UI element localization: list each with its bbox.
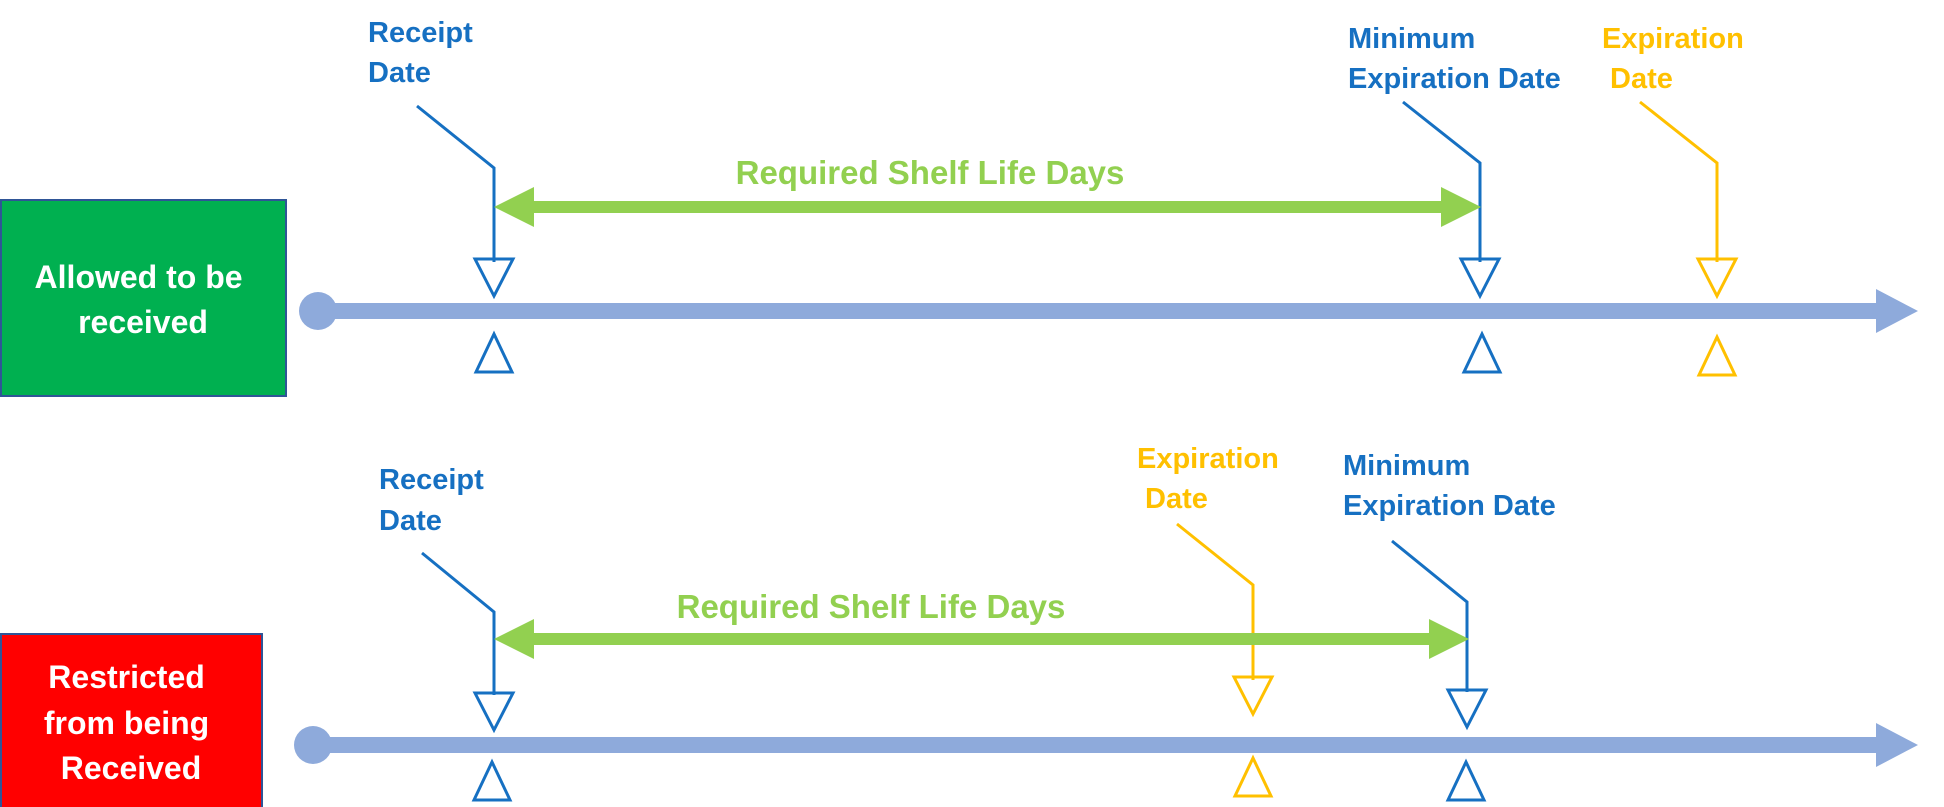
- arrow-left-icon: [494, 619, 534, 659]
- status-box-allowed: [0, 199, 287, 397]
- receipt-date-label-restricted: Receipt Date: [379, 464, 492, 537]
- down-triangle-icon: [472, 257, 516, 300]
- expiration-label-allowed: Expiration Date: [1602, 23, 1752, 95]
- scenario-allowed: Allowed to be received Receipt Date Mini…: [0, 17, 1918, 397]
- timeline-allowed: [299, 289, 1918, 333]
- scenario-restricted: Restricted from being Received Receipt D…: [0, 443, 1918, 807]
- expiration-marker-restricted: [1176, 522, 1275, 798]
- down-triangle-icon: [1445, 688, 1489, 731]
- expiration-marker-allowed: [1639, 100, 1739, 377]
- down-triangle-icon: [1695, 257, 1739, 300]
- up-triangle-icon: [1445, 758, 1487, 802]
- shelf-life-arrow-shaft: [530, 633, 1434, 645]
- min-expiration-leader: [1402, 100, 1482, 262]
- expiration-label-restricted: Expiration Date: [1137, 443, 1287, 515]
- arrow-right-icon: [1429, 619, 1469, 659]
- timeline-bar: [318, 303, 1878, 319]
- min-expiration-leader: [1391, 539, 1469, 692]
- min-expiration-marker-allowed: [1402, 100, 1503, 374]
- shelf-life-label-allowed: Required Shelf Life Days: [736, 154, 1125, 191]
- min-expiration-marker-restricted: [1391, 539, 1489, 802]
- arrow-right-icon: [1441, 187, 1481, 227]
- timeline-restricted: [294, 723, 1918, 767]
- up-triangle-icon: [1461, 330, 1503, 374]
- up-triangle-icon: [1696, 333, 1738, 377]
- status-label-allowed: Allowed to be received: [35, 259, 252, 340]
- down-triangle-icon: [1231, 675, 1275, 718]
- receipt-date-marker-allowed: [416, 104, 516, 374]
- shelf-life-arrow-restricted: [494, 619, 1469, 659]
- shelf-life-label-restricted: Required Shelf Life Days: [677, 588, 1066, 625]
- timeline-bar: [313, 737, 1878, 753]
- shelf-life-arrow-allowed: [494, 187, 1481, 227]
- up-triangle-icon: [471, 758, 513, 802]
- timeline-arrowhead: [1876, 723, 1918, 767]
- status-box-restricted: [0, 633, 263, 807]
- receipt-date-leader: [416, 104, 496, 262]
- receipt-date-marker-restricted: [421, 551, 516, 802]
- up-triangle-icon: [1232, 754, 1274, 798]
- status-label-restricted: Restricted from being Received: [44, 659, 218, 786]
- receipt-date-leader: [421, 551, 496, 695]
- arrow-left-icon: [494, 187, 534, 227]
- receipt-date-label-allowed: Receipt Date: [368, 17, 481, 89]
- timeline-arrowhead: [1876, 289, 1918, 333]
- shelf-life-arrow-shaft: [530, 201, 1446, 213]
- down-triangle-icon: [1458, 257, 1502, 300]
- up-triangle-icon: [473, 330, 515, 374]
- min-expiration-label-restricted: Minimum Expiration Date: [1343, 450, 1556, 522]
- min-expiration-label-allowed: Minimum Expiration Date: [1348, 23, 1561, 95]
- expiration-leader: [1176, 522, 1255, 680]
- expiration-leader: [1639, 100, 1719, 262]
- down-triangle-icon: [472, 691, 516, 734]
